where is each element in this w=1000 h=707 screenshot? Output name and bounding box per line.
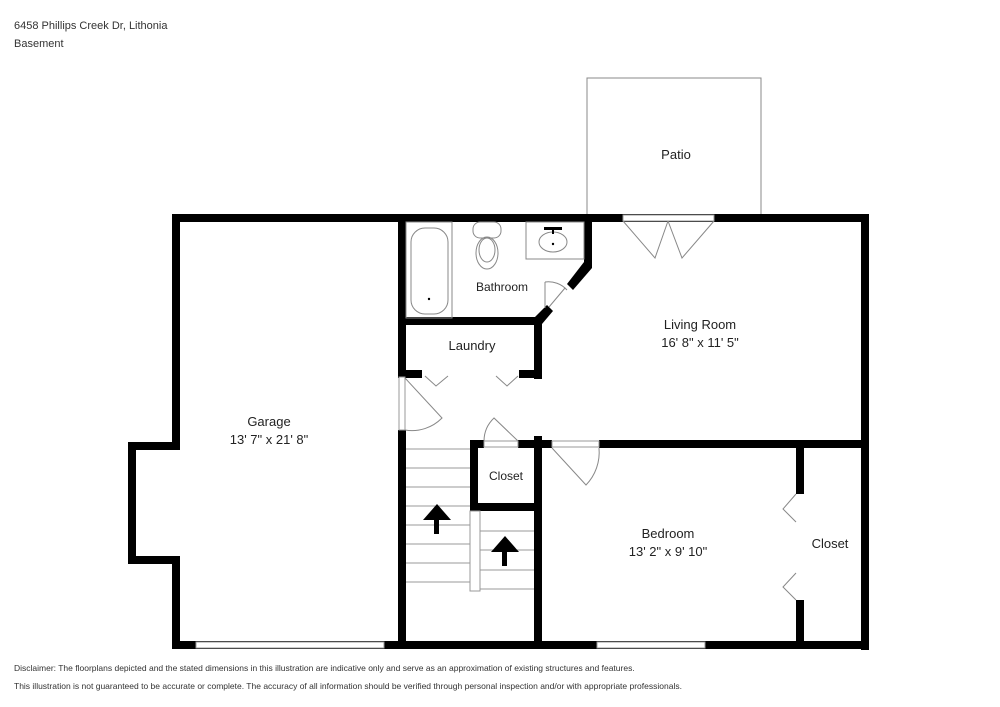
stairs-up-arrow-icon: [491, 536, 519, 566]
bathroom-label: Bathroom: [475, 280, 529, 294]
garage-label: Garage: [247, 414, 291, 429]
disclaimer-line-2: This illustration is not guaranteed to b…: [14, 681, 682, 691]
living-room-label: Living Room: [663, 317, 737, 332]
bedroom-closet-label: Closet: [811, 536, 849, 551]
disclaimer-line-1: Disclaimer: The floorplans depicted and …: [14, 663, 635, 673]
laundry-label: Laundry: [448, 338, 496, 353]
patio-label: Patio: [661, 147, 691, 162]
garage-dimensions: 13' 7" x 21' 8": [229, 432, 309, 447]
living-room-dimensions: 16' 8" x 11' 5": [661, 335, 739, 350]
bedroom-dimensions: 13' 2" x 9' 10": [628, 544, 708, 559]
property-address: 6458 Phillips Creek Dr, Lithonia: [14, 20, 168, 32]
hall-closet-label: Closet: [488, 469, 524, 483]
stairs-up-arrow-icon: [423, 504, 451, 534]
bedroom-label: Bedroom: [641, 526, 695, 541]
floor-level: Basement: [14, 38, 64, 50]
